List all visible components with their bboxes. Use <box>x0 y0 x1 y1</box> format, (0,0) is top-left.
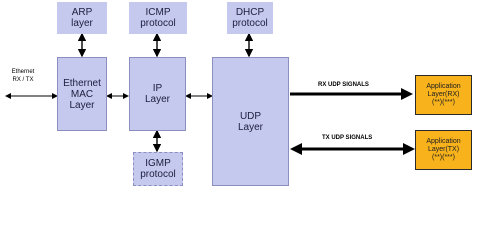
ip-block-line2: Layer <box>144 94 170 105</box>
app-tx-line2: Layer(TX) <box>427 146 460 153</box>
mac-block-line3: Layer <box>69 99 95 111</box>
ip-layer-block: IP Layer <box>129 57 186 131</box>
icmp-block-line2: protocol <box>140 18 176 29</box>
app-tx-line1: Application <box>426 138 461 145</box>
ethernet-mac-layer-block: Ethernet MAC Layer <box>57 57 107 131</box>
ethernet-label-line2: RX / TX <box>12 77 34 83</box>
mac-block-line2: MAC <box>70 88 94 100</box>
udp-layer-block: UDP Layer <box>212 57 289 186</box>
arp-block-line2: layer <box>71 18 93 29</box>
ethernet-label: Ethernet RX / TX <box>8 68 38 84</box>
udp-block-line2: Layer <box>237 121 263 133</box>
arp-block-line1: ARP <box>71 7 93 18</box>
icmp-block-line1: ICMP <box>145 7 171 18</box>
igmp-protocol-block: IGMP protocol <box>133 152 183 186</box>
arp-layer-block: ARP layer <box>57 2 107 34</box>
ethernet-label-line1: Ethernet <box>11 69 35 75</box>
rx-udp-signals-label: RX UDP SIGNALS <box>318 82 369 88</box>
app-rx-line3: (**)(***) <box>432 99 455 106</box>
app-tx-line3: (**)(***) <box>432 154 455 161</box>
ip-block-line1: IP <box>152 83 163 94</box>
udp-block-line1: UDP <box>239 110 262 122</box>
app-rx-line2: Layer(RX) <box>427 91 460 98</box>
dhcp-block-line2: protocol <box>232 18 268 29</box>
icmp-protocol-block: ICMP protocol <box>129 2 187 34</box>
app-rx-line1: Application <box>426 83 461 90</box>
dhcp-protocol-block: DHCP protocol <box>227 2 273 34</box>
application-layer-rx-block: Application Layer(RX) (**)(***) <box>415 75 472 115</box>
mac-block-line1: Ethernet <box>63 77 101 89</box>
tx-udp-signals-label: TX UDP SIGNALS <box>322 135 373 141</box>
igmp-block-line2: protocol <box>140 169 176 180</box>
dhcp-block-line1: DHCP <box>235 7 265 18</box>
igmp-block-line1: IGMP <box>145 158 171 169</box>
protocol-stack-diagram: Ethernet RX / TX ARP layer ICMP protocol… <box>5 2 472 186</box>
application-layer-tx-block: Application Layer(TX) (**)(***) <box>415 130 472 170</box>
connector-layer <box>5 32 415 155</box>
